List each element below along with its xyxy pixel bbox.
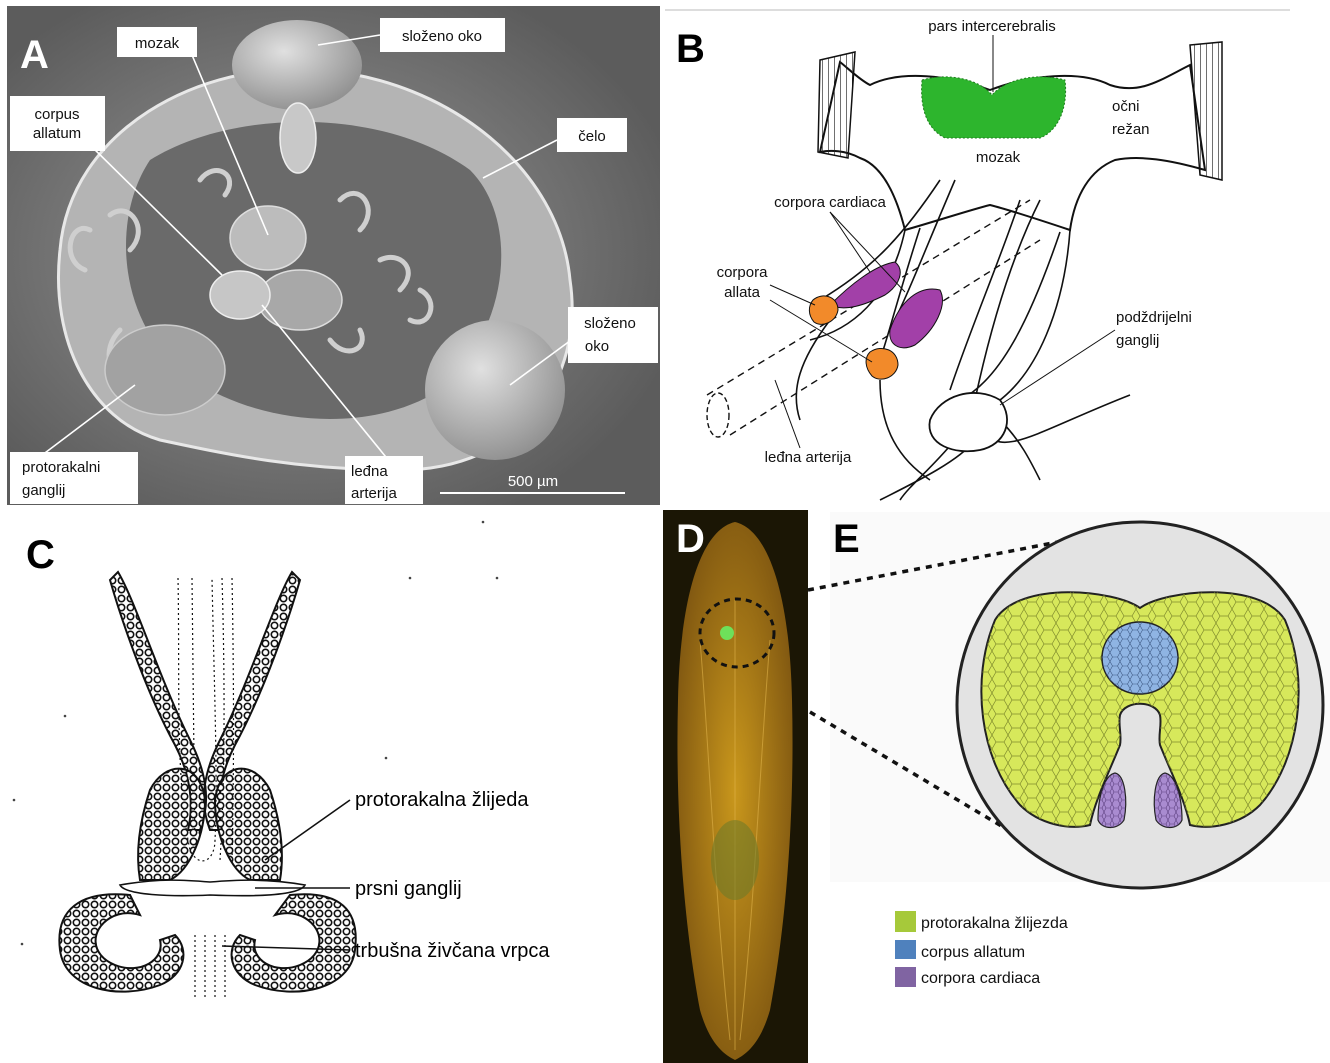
- corpus-allatum-shape: [210, 271, 270, 319]
- label-slozeno-oko-right: složeno oko: [568, 307, 658, 363]
- gland-loop-right: [232, 894, 356, 991]
- label-corpora-allata-2: allata: [724, 284, 761, 301]
- panel-c: C protorakalna žlijeda prsni g: [13, 521, 551, 1000]
- svg-text:protorakalni: protorakalni: [22, 459, 100, 476]
- legend-swatch-corpora-cardiaca: [895, 967, 916, 987]
- gland-loop-left: [59, 894, 183, 991]
- panel-e: E protorakalna žlijezda corpus allatum c…: [808, 512, 1330, 987]
- panel-d: D: [663, 510, 808, 1063]
- brain-lobe: [230, 206, 306, 270]
- svg-text:složeno oko: složeno oko: [402, 28, 482, 45]
- panel-letter-b: B: [676, 27, 705, 71]
- label-ledna-arterija-b: leđna arterija: [765, 449, 852, 466]
- legend: protorakalna žlijezda corpus allatum cor…: [895, 911, 1068, 987]
- corpora-allata-left: [809, 296, 838, 324]
- gut-region: [711, 820, 759, 900]
- label-corpora-cardiaca: corpora cardiaca: [774, 194, 886, 211]
- label-podzdrijelni-2: ganglij: [1116, 332, 1159, 349]
- panel-letter-d: D: [676, 517, 705, 561]
- gland-mid-right: [215, 769, 282, 880]
- svg-text:oko: oko: [585, 338, 609, 355]
- label-slozeno-oko-top: složeno oko: [380, 18, 505, 52]
- corpus-allatum-cells: [1102, 622, 1178, 694]
- subesophageal-ganglion: [929, 393, 1007, 451]
- svg-text:leđna: leđna: [351, 463, 388, 480]
- svg-text:corpus: corpus: [34, 106, 79, 123]
- antenna-stub: [280, 103, 316, 173]
- compound-eye-top: [232, 20, 362, 110]
- label-ocni-1: očni: [1112, 98, 1140, 115]
- label-ledna-arterija-a: leđna arterija: [345, 456, 423, 504]
- legend-label-corpora-cardiaca: corpora cardiaca: [921, 970, 1040, 987]
- svg-text:arterija: arterija: [351, 485, 398, 502]
- corpora-cardiaca-right: [890, 289, 943, 348]
- label-celo: čelo: [557, 118, 627, 152]
- brain-lobe-2: [258, 270, 342, 330]
- svg-text:mozak: mozak: [135, 35, 180, 52]
- label-podzdrijelni-1: podždrijelni: [1116, 309, 1192, 326]
- svg-text:ganglij: ganglij: [22, 482, 65, 499]
- panel-a: složeno oko mozak corpus allatum čelo sl…: [7, 6, 660, 505]
- label-protorakalni-ganglij: protorakalni ganglij: [10, 452, 138, 504]
- label-pars-intercerebralis: pars intercerebralis: [928, 18, 1056, 35]
- label-ocni-2: režan: [1112, 121, 1150, 138]
- prothoracic-ganglion-shape: [105, 325, 225, 415]
- label-corpora-allata-1: corpora: [717, 264, 769, 281]
- dorsal-artery-end: [707, 393, 729, 437]
- ventral-cord: [195, 935, 225, 1000]
- corpora-allata-right: [866, 348, 898, 379]
- legend-label-corpus-allatum: corpus allatum: [921, 944, 1025, 961]
- svg-text:allatum: allatum: [33, 125, 81, 142]
- ring-gland-fluorescence: [720, 626, 734, 640]
- label-mozak-b: mozak: [976, 149, 1021, 166]
- scale-bar-label: 500 µm: [508, 473, 558, 490]
- legend-swatch-corpus-allatum: [895, 940, 916, 959]
- panel-b: B: [665, 10, 1290, 500]
- label-mozak-a: mozak: [117, 27, 197, 57]
- panel-letter-a: A: [20, 33, 49, 77]
- svg-text:čelo: čelo: [578, 128, 606, 145]
- svg-text:složeno: složeno: [584, 315, 636, 332]
- label-trbusna-zivcana-vrpca: trbušna živčana vrpca: [355, 940, 550, 962]
- label-prsni-ganglij: prsni ganglij: [355, 878, 462, 900]
- panel-letter-c: C: [26, 533, 55, 577]
- label-corpus-allatum: corpus allatum: [10, 96, 105, 151]
- legend-label-protorakalna: protorakalna žlijezda: [921, 915, 1068, 932]
- gland-mid-left: [138, 769, 205, 880]
- legend-swatch-protorakalna: [895, 911, 916, 932]
- pars-intercerebralis: [922, 77, 1066, 138]
- optic-lobe-left: [818, 52, 855, 158]
- label-protorakalna-zlijeda: protorakalna žlijeda: [355, 789, 529, 811]
- compound-eye-right: [425, 320, 565, 460]
- panel-letter-e: E: [833, 517, 860, 561]
